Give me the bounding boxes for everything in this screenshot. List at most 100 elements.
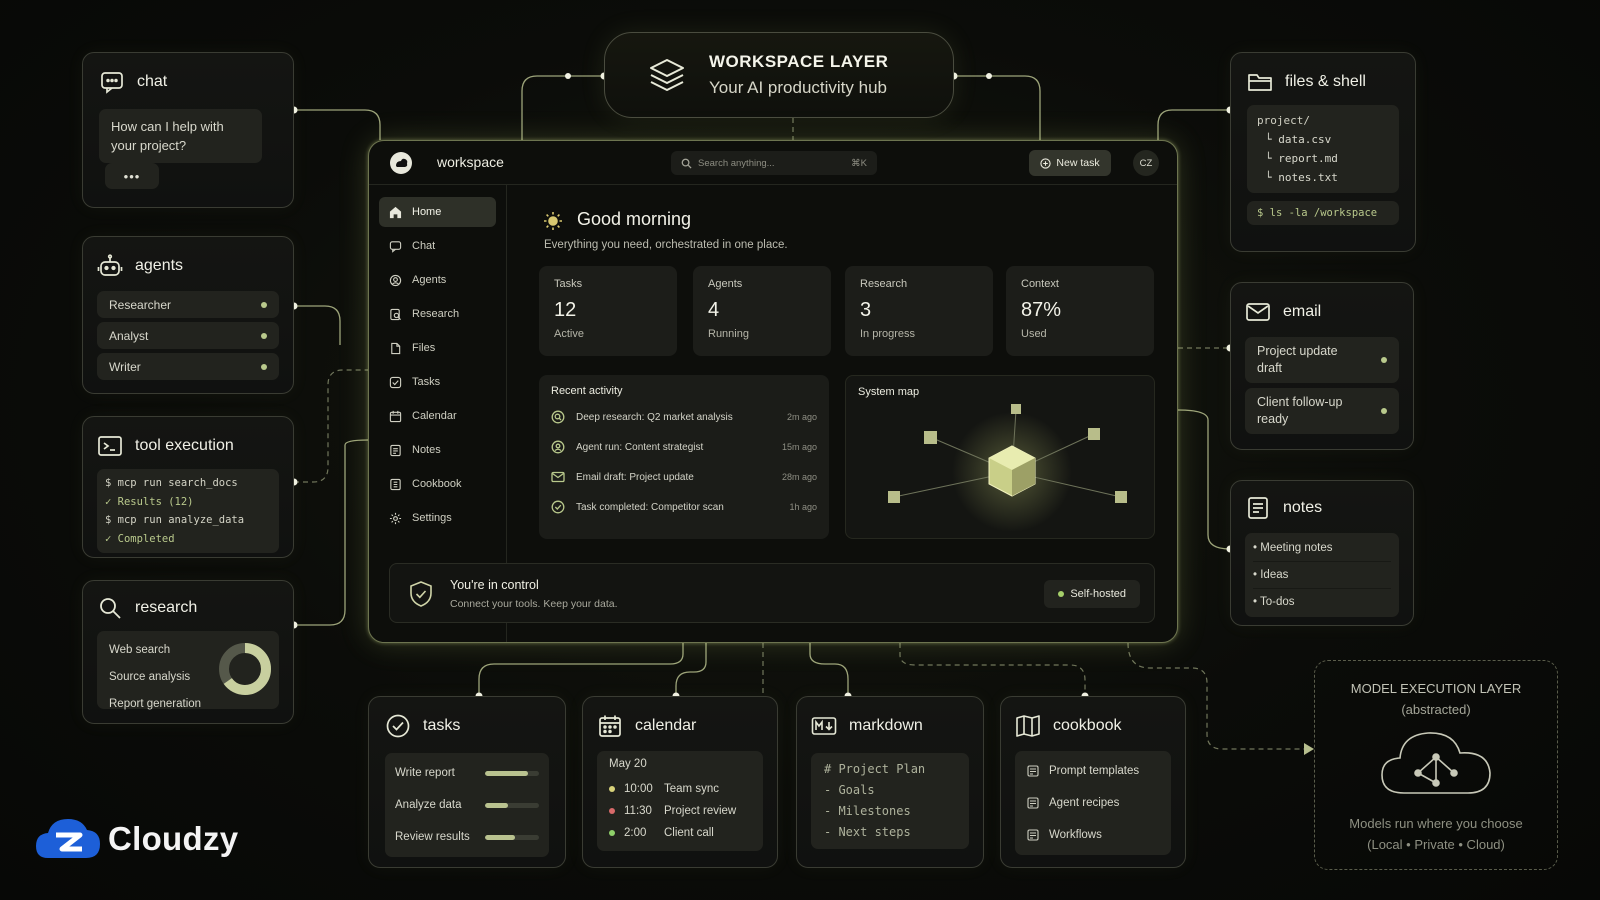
activity-item[interactable]: Deep research: Q2 market analysis 2m ago	[551, 402, 817, 432]
notes-list: • Meeting notes • Ideas • To-dos	[1245, 533, 1399, 617]
stat-value: 87%	[1021, 299, 1062, 321]
notes-card[interactable]: notes • Meeting notes • Ideas • To-dos	[1230, 480, 1414, 626]
tasks-card[interactable]: tasks Write report Analyze data Review r…	[368, 696, 566, 868]
email-item[interactable]: Project update draft	[1245, 337, 1399, 383]
new-task-label: New task	[1056, 157, 1100, 169]
activity-item[interactable]: Email draft: Project update 28m ago	[551, 462, 817, 492]
robot-icon	[97, 254, 123, 276]
mail-icon	[551, 471, 565, 483]
event-time: 2:00	[624, 827, 647, 839]
sidebar-label: Cookbook	[412, 478, 462, 490]
tool-execution-card[interactable]: tool execution $ mcp run search_docs ✓ R…	[82, 416, 294, 558]
activity-item[interactable]: Agent run: Content strategist 15m ago	[551, 432, 817, 462]
stat-sub: Used	[1021, 328, 1047, 340]
calendar-event[interactable]: 11:30 Project review	[609, 800, 751, 822]
mail-icon	[1246, 303, 1270, 321]
status-dot	[261, 301, 267, 308]
activity-text: Deep research: Q2 market analysis	[576, 411, 733, 423]
gear-icon	[389, 512, 402, 524]
calendar-card[interactable]: calendar May 20 10:00 Team sync 11:30 Pr…	[582, 696, 778, 868]
activity-item[interactable]: Task completed: Competitor scan 1h ago	[551, 492, 817, 522]
stat-card-tasks[interactable]: Tasks 12 Active	[539, 266, 677, 356]
sidebar-label: Chat	[412, 240, 436, 252]
avatar[interactable]: CZ	[1133, 150, 1159, 176]
email-card[interactable]: email Project update draft Client follow…	[1230, 282, 1414, 450]
research-item[interactable]: Web search	[109, 644, 171, 656]
files-shell-card[interactable]: files & shell project/ └ data.csv └ repo…	[1230, 52, 1416, 252]
task-progress-bar	[485, 802, 539, 808]
notes-title: notes	[1283, 499, 1323, 516]
log-line: $ mcp run analyze_data	[105, 514, 245, 526]
sidebar-item-settings[interactable]: Settings	[379, 503, 496, 533]
home-icon	[389, 206, 402, 218]
sidebar-item-notes[interactable]: Notes	[379, 435, 496, 465]
chat-bubble: How can I help with your project?	[99, 109, 262, 163]
calendar-event[interactable]: 10:00 Team sync	[609, 778, 751, 800]
note-label: To-dos	[1260, 596, 1295, 608]
new-task-button[interactable]: New task	[1029, 150, 1111, 176]
agents-card[interactable]: agents Researcher Analyst Writer	[82, 236, 294, 394]
markdown-title: markdown	[849, 717, 923, 734]
model-layer-subtitle: (abstracted)	[1401, 702, 1471, 717]
task-item[interactable]: Analyze data	[395, 789, 539, 821]
note-item[interactable]: • To-dos	[1253, 596, 1295, 608]
cookbook-label: Prompt templates	[1049, 765, 1140, 777]
sidebar-item-tasks[interactable]: Tasks	[379, 367, 496, 397]
badge-label: Self-hosted	[1070, 588, 1126, 600]
agent-item[interactable]: Analyst	[97, 322, 279, 349]
agent-label: Analyst	[109, 328, 149, 343]
sidebar-item-calendar[interactable]: Calendar	[379, 401, 496, 431]
tree-item[interactable]: └ report.md	[1265, 152, 1338, 165]
research-card[interactable]: research Web search Source analysis Repo…	[82, 580, 294, 724]
research-icon	[390, 308, 402, 320]
brand-name: Cloudzy	[108, 820, 239, 857]
task-item[interactable]: Review results	[395, 821, 539, 853]
cookbook-card[interactable]: cookbook Prompt templates Agent recipes …	[1000, 696, 1186, 868]
files-title: files & shell	[1285, 73, 1366, 90]
sidebar-item-home[interactable]: Home	[379, 197, 496, 227]
stat-label: Context	[1021, 278, 1059, 290]
cloudzy-logo: Cloudzy	[34, 816, 238, 862]
recipe-icon	[1027, 797, 1039, 809]
self-hosted-badge[interactable]: Self-hosted	[1044, 580, 1140, 608]
calendar-event[interactable]: 2:00 Client call	[609, 822, 751, 844]
sidebar-item-files[interactable]: Files	[379, 333, 496, 363]
cookbook-item[interactable]: Workflows	[1027, 819, 1159, 851]
research-item[interactable]: Source analysis	[109, 671, 191, 683]
cookbook-item[interactable]: Prompt templates	[1027, 755, 1159, 787]
cookbook-item[interactable]: Agent recipes	[1027, 787, 1159, 819]
cookbook-title: cookbook	[1053, 717, 1122, 734]
stat-card-agents[interactable]: Agents 4 Running	[693, 266, 831, 356]
activity-time: 2m ago	[786, 412, 817, 422]
tree-item[interactable]: └ data.csv	[1265, 133, 1332, 146]
cookbook-icon	[390, 478, 401, 490]
sidebar-item-cookbook[interactable]: Cookbook	[379, 469, 496, 499]
research-item[interactable]: Report generation	[109, 698, 202, 710]
sidebar-item-research[interactable]: Research	[379, 299, 496, 329]
email-item[interactable]: Client follow-up ready	[1245, 388, 1399, 434]
sidebar-item-agents[interactable]: Agents	[379, 265, 496, 295]
task-item[interactable]: Write report	[395, 757, 539, 789]
search-icon	[100, 598, 121, 619]
stat-card-context[interactable]: Context 87% Used	[1006, 266, 1154, 356]
search-box[interactable]: Search anything... ⌘K	[671, 151, 877, 175]
research-list: Web search Source analysis Report genera…	[97, 631, 279, 710]
stat-card-research[interactable]: Research 3 In progress	[845, 266, 993, 356]
chat-icon	[389, 240, 402, 253]
greeting-title: Good morning	[577, 209, 692, 229]
agent-item[interactable]: Researcher	[97, 291, 279, 318]
shell-command[interactable]: $ ls -la /workspace	[1247, 201, 1399, 225]
file-icon	[391, 342, 401, 354]
note-item[interactable]: • Meeting notes	[1253, 535, 1391, 562]
task-progress-bar	[485, 770, 539, 776]
markdown-card[interactable]: markdown # Project Plan - Goals - Milest…	[796, 696, 984, 868]
chat-card[interactable]: chat How can I help with your project? •…	[82, 52, 294, 208]
agent-item[interactable]: Writer	[97, 353, 279, 380]
tree-item[interactable]: project/	[1257, 114, 1310, 127]
note-item[interactable]: • Ideas	[1253, 562, 1391, 589]
status-dot	[261, 363, 267, 370]
agent-icon	[389, 274, 402, 286]
tree-item[interactable]: └ notes.txt	[1265, 171, 1338, 184]
sidebar-item-chat[interactable]: Chat	[379, 231, 496, 261]
event-label: Team sync	[664, 783, 719, 795]
